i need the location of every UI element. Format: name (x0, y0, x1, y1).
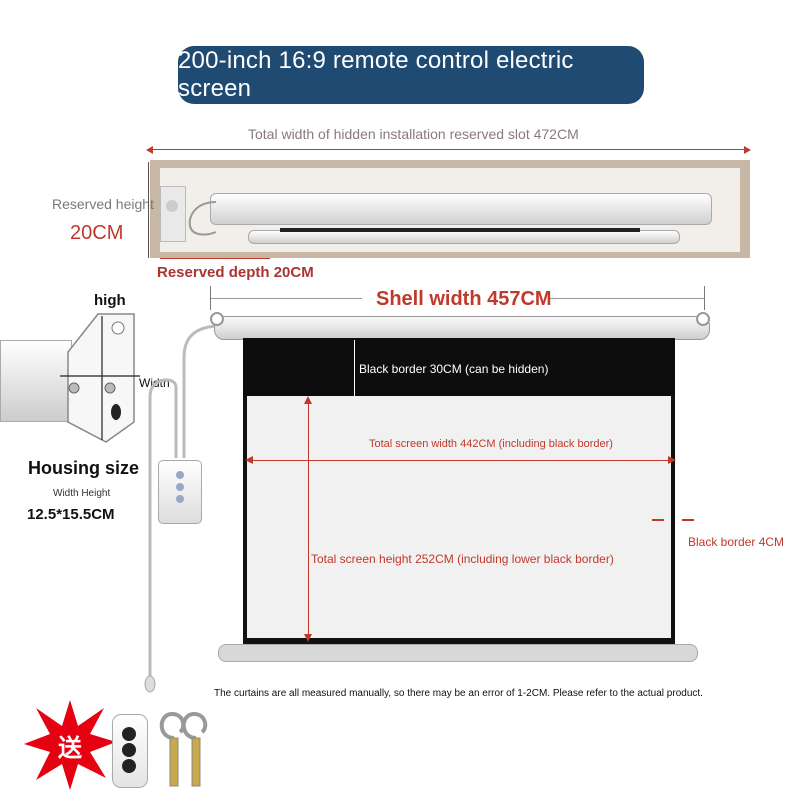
side-border-label: Black border 4CM (688, 535, 785, 549)
reserved-depth-label: Reserved depth 20CM (157, 264, 314, 281)
housing-high-label: high (94, 292, 126, 309)
side-border-arrow-left (652, 519, 664, 521)
power-cable (144, 324, 217, 693)
screen-right-black-border (671, 396, 675, 644)
hook-right-icon (696, 312, 710, 326)
controller-down-button-icon (176, 495, 184, 503)
screen-bottom-bar (218, 644, 698, 662)
screen-width-label: Total screen width 442CM (including blac… (369, 438, 613, 450)
screen-surface (247, 396, 671, 642)
screen-bottom-black-border (243, 638, 675, 646)
remote-down-button-icon (122, 759, 136, 773)
shell-width-label: Shell width 457CM (376, 288, 552, 310)
cabinet-screen-housing (210, 193, 712, 225)
controller-up-button-icon (176, 471, 184, 479)
housing-size-value: 12.5*15.5CM (27, 506, 115, 523)
remote-stop-button-icon (122, 743, 136, 757)
reserved-height-label: Reserved height (52, 196, 154, 212)
cabinet-bottom-bar (248, 230, 680, 244)
housing-size-sub: Width Height (53, 488, 111, 499)
shell-width-line-left (210, 298, 362, 299)
wired-controller (158, 460, 202, 524)
shell-width-line-right (550, 298, 704, 299)
screen-width-arrow-left-icon (245, 456, 253, 464)
screen-width-arrow-right-icon (668, 456, 676, 464)
reserved-height-line (148, 162, 149, 258)
screen-height-arrow-down-icon (304, 634, 312, 642)
cabinet-black-strip (280, 228, 640, 232)
screen-left-black-border (243, 396, 247, 644)
controller-stop-button-icon (176, 483, 184, 491)
housing-tube (0, 340, 72, 422)
side-border-arrow-right (682, 519, 694, 521)
top-black-border-label: Black border 30CM (can be hidden) (359, 362, 549, 376)
arrow-left-icon (146, 146, 153, 154)
title-banner: 200-inch 16:9 remote control electric sc… (178, 46, 644, 104)
shell-width-tick-right (704, 286, 705, 310)
housing-size-label: Housing size (28, 458, 140, 478)
hook-left-icon (210, 312, 224, 326)
top-border-indicator (354, 340, 355, 396)
screen-top-housing (214, 316, 710, 340)
disclaimer-text: The curtains are all measured manually, … (214, 688, 703, 699)
screen-top-black-border (243, 338, 675, 396)
screen-height-line (308, 402, 309, 638)
remote-up-button-icon (122, 727, 136, 741)
gift-label: 送 (58, 734, 82, 762)
page-title: 200-inch 16:9 remote control electric sc… (178, 47, 574, 102)
screen-height-arrow-up-icon (304, 396, 312, 404)
reserved-depth-line (160, 258, 270, 259)
arrow-right-icon (744, 146, 751, 154)
cabinet-cable (188, 201, 217, 236)
mounting-hooks-icon (159, 711, 208, 787)
screen-height-label: Total screen height 252CM (including low… (311, 552, 614, 566)
shell-width-tick-left (210, 286, 211, 310)
screen-width-line (250, 460, 670, 461)
wall-socket (160, 186, 186, 242)
gift-starburst-icon (24, 700, 116, 790)
remote-control (112, 714, 148, 788)
socket-hole-icon (166, 200, 178, 212)
slot-width-label: Total width of hidden installation reser… (248, 126, 579, 142)
slot-width-line (148, 149, 748, 150)
reserved-height-value: 20CM (70, 222, 124, 244)
housing-endcap (60, 313, 140, 443)
